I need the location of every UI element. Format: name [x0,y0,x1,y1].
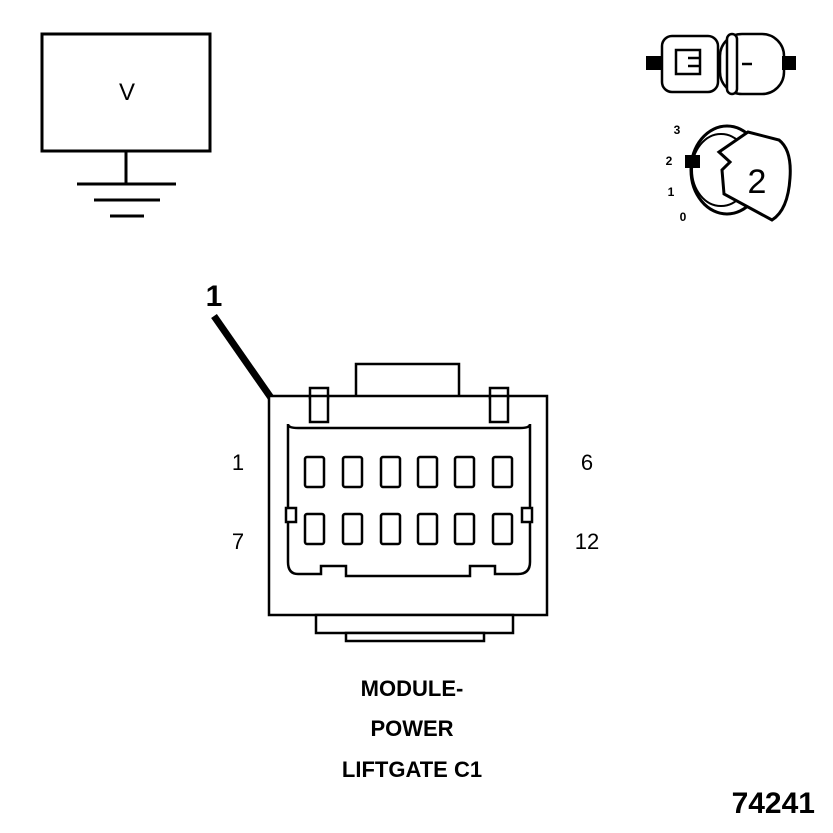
ignition-selected-position: 2 [748,163,767,201]
pin-cavity [491,455,514,489]
pin-cavity [453,512,476,546]
ignition-switch-icon [685,124,792,222]
meter-label: V [119,79,135,106]
connector-caption-line-1: MODULE- [360,676,464,701]
pin-cavity [341,455,364,489]
connector-caption-line-2: POWER [370,716,454,741]
figure-number: 74241 [731,787,815,820]
pin-label-12: 12 [575,529,599,554]
pin-cavity [379,512,402,546]
connector-body [267,362,549,643]
connector-caption-line-3: LIFTGATE C1 [341,757,483,782]
pin-cavity [453,455,476,489]
pin-cavity [303,512,326,546]
pin-label-6: 6 [581,450,593,475]
voltmeter-icon [40,32,212,218]
ignition-position-2: 2 [666,154,673,168]
ignition-position-3: 3 [674,123,681,137]
pin-label-1: 1 [232,450,244,475]
ignition-position-0: 0 [680,210,687,224]
connector-pin-cavities [303,455,514,546]
pin-cavity [379,455,402,489]
pin-cavity [341,512,364,546]
disconnected-connector-icon [646,32,796,96]
pin-cavity [491,512,514,546]
pin-cavity [416,512,439,546]
ignition-position-1: 1 [668,185,675,199]
pin-label-7: 7 [232,529,244,554]
callout-number: 1 [206,280,223,313]
pin-cavity [303,455,326,489]
pin-cavity [416,455,439,489]
